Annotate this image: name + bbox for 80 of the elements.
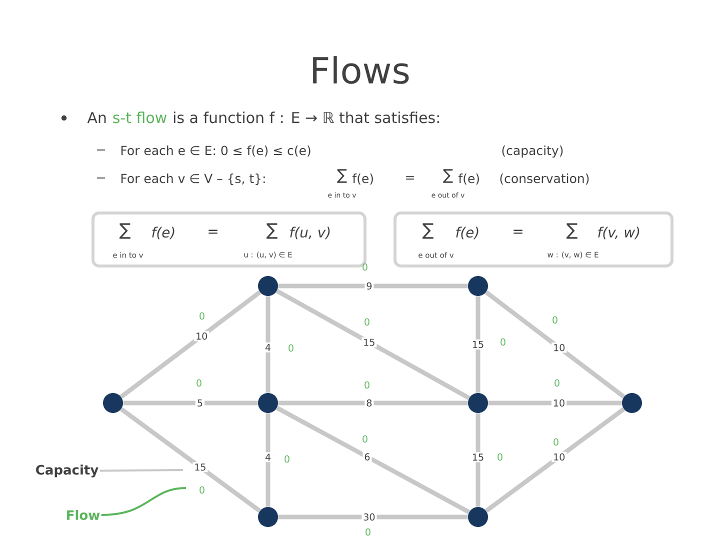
graph-vertex <box>258 276 278 296</box>
edge-label: 30 <box>362 512 377 522</box>
flow-value: 0 <box>288 344 294 352</box>
formula-text: f(e) <box>456 226 478 240</box>
body-text: For each v ∈ V – {s, t}: <box>121 174 265 186</box>
formula-text: f(e) <box>152 226 174 240</box>
sum-sign: ∑ <box>566 223 578 239</box>
edge-line <box>488 400 622 406</box>
sum-sign: ∑ <box>422 223 434 239</box>
flow-value: 0 <box>554 438 558 446</box>
flow-value: 0 <box>498 453 502 461</box>
edge-label: 15 <box>470 339 486 350</box>
callout-text: Capacity <box>36 464 98 478</box>
graph-vertex <box>258 393 278 413</box>
edge-label: 5 <box>195 398 204 408</box>
equals-sign: = <box>208 230 218 234</box>
edge-label: 4 <box>263 452 273 462</box>
edge-line <box>276 289 470 400</box>
slide-title: Flows <box>313 56 409 84</box>
sum-sign: ∑ <box>119 223 130 239</box>
equals-sign: = <box>514 230 522 234</box>
flow-value: 0 <box>366 528 370 536</box>
flow-value: 0 <box>196 379 202 387</box>
body-text: (capacity) <box>502 146 563 158</box>
flow-value: 0 <box>364 381 370 389</box>
edge-line <box>476 296 480 393</box>
edge-line <box>476 413 480 507</box>
edge-line <box>484 290 626 399</box>
flow-value: 0 <box>552 316 558 324</box>
edge-label: 10 <box>194 331 210 342</box>
edge-label: 10 <box>552 342 567 353</box>
callout-text: Flow <box>67 510 100 520</box>
flow-value: 0 <box>362 435 368 443</box>
flow-value: 0 <box>200 312 204 320</box>
body-text: (conservation) <box>500 174 589 185</box>
edge-line <box>123 400 258 406</box>
body-text: For each e ∈ E: 0 ≤ f(e) ≤ c(e) <box>121 146 310 157</box>
edge-label: 10 <box>552 452 567 462</box>
edge-line <box>120 290 262 399</box>
edge-line <box>120 407 262 513</box>
flow-value: 0 <box>200 486 204 494</box>
formula-text: f(u, v) <box>290 226 330 240</box>
graph-vertex <box>468 507 488 527</box>
edge-label: 10 <box>551 398 567 408</box>
edge-label: 15 <box>362 337 377 348</box>
body-text: An <box>87 112 106 123</box>
sum-sign: ∑ <box>266 223 278 239</box>
leader-line <box>100 469 184 472</box>
flow-value: 0 <box>364 318 370 326</box>
graph-vertex <box>468 393 488 413</box>
formula-text: f(e) <box>458 174 479 185</box>
edge-line <box>484 407 626 513</box>
edge-line <box>278 284 468 288</box>
edge-line <box>278 514 468 520</box>
edge-line <box>278 400 468 406</box>
edge-label: 4 <box>263 342 273 352</box>
flow-value: 0 <box>284 455 290 463</box>
edge-label: 15 <box>470 452 486 462</box>
graph-vertex <box>468 276 488 296</box>
edge-line <box>266 413 270 507</box>
edge-label: 9 <box>364 280 374 292</box>
flow-value: 0 <box>362 263 368 271</box>
formula-text: f(v, w) <box>598 226 640 240</box>
leader-line <box>101 487 186 516</box>
sum-sign: ∑ <box>337 169 347 183</box>
edge-label: 6 <box>362 452 372 462</box>
edge-label: 8 <box>364 398 374 408</box>
edge-line <box>266 296 270 393</box>
body-text: is a function f : E → ℝ that satisfies: <box>174 112 439 124</box>
equals-sign: = <box>406 176 414 180</box>
edge-label: 15 <box>192 462 208 472</box>
flow-value: 0 <box>500 338 506 346</box>
formula-text: f(e) <box>352 174 373 185</box>
graph-vertex <box>103 393 123 413</box>
highlighted-term: s-t flow <box>113 112 166 124</box>
sum-sign: ∑ <box>443 169 453 183</box>
edge-line <box>276 406 470 514</box>
graph-vertex <box>258 507 278 527</box>
flow-value: 0 <box>554 379 560 387</box>
graph-vertex <box>622 393 642 413</box>
